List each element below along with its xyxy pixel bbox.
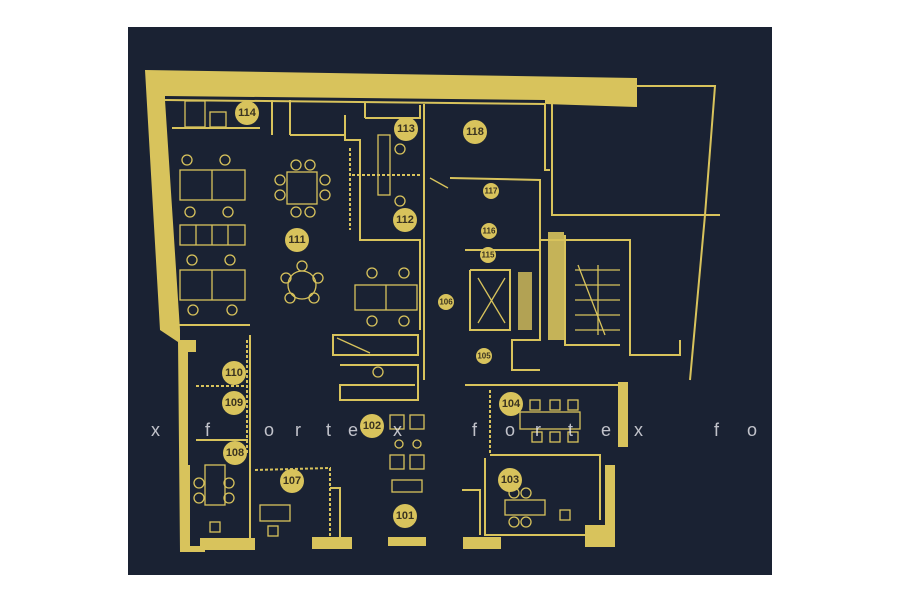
svg-text:111: 111 — [288, 234, 305, 246]
svg-text:116: 116 — [483, 227, 496, 236]
room-label-105: 105 — [476, 348, 492, 364]
svg-text:102: 102 — [363, 420, 381, 432]
room-label-101: 101 — [393, 504, 417, 528]
outer-wall-left — [160, 330, 205, 552]
room-label-103: 103 — [498, 468, 522, 492]
watermark: x f o r t e x f o r t e x f o — [0, 420, 900, 440]
svg-text:103: 103 — [501, 474, 519, 486]
room-label-107: 107 — [280, 469, 304, 493]
watermark-char: x — [634, 420, 643, 440]
svg-text:115: 115 — [482, 251, 495, 260]
room-label-110: 110 — [222, 361, 246, 385]
wall-seg — [180, 465, 190, 550]
svg-text:107: 107 — [283, 475, 301, 487]
watermark-char: r — [535, 420, 541, 440]
furniture — [179, 134, 581, 537]
room-label-108: 108 — [223, 441, 247, 465]
room-label-102: 102 — [360, 414, 384, 438]
svg-text:109: 109 — [225, 397, 243, 409]
wall-seg — [388, 537, 426, 546]
room-label-112: 112 — [393, 208, 417, 232]
room-label-115: 115 — [480, 247, 496, 263]
wall-seg — [200, 538, 255, 550]
watermark-char: e — [601, 420, 612, 440]
svg-text:108: 108 — [226, 447, 244, 459]
room-label-111: 111 — [285, 228, 309, 252]
watermark-char: o — [747, 420, 758, 440]
svg-text:118: 118 — [466, 126, 484, 138]
watermark-char: f — [205, 420, 211, 440]
svg-text:106: 106 — [439, 298, 453, 307]
svg-text:110: 110 — [225, 367, 243, 379]
wall-seg — [618, 382, 628, 447]
room-label-118: 118 — [463, 120, 487, 144]
watermark-char: r — [295, 420, 301, 440]
room-label-117: 117 — [483, 183, 499, 199]
svg-text:104: 104 — [502, 398, 521, 410]
svg-text:113: 113 — [397, 123, 415, 135]
room-label-106: 106 — [438, 294, 454, 310]
watermark-char: t — [326, 420, 332, 440]
wall-seg — [463, 537, 501, 549]
svg-text:101: 101 — [396, 510, 414, 522]
watermark-char: f — [472, 420, 478, 440]
watermark-char: e — [348, 420, 359, 440]
room-label-116: 116 — [481, 223, 497, 239]
svg-text:117: 117 — [485, 187, 498, 196]
watermark-char: o — [505, 420, 516, 440]
room-label-104: 104 — [499, 392, 523, 416]
wall-seg — [312, 537, 352, 549]
chairs — [181, 143, 579, 537]
watermark-char: x — [393, 420, 402, 440]
stair-strip — [518, 272, 532, 330]
svg-text:112: 112 — [396, 214, 414, 226]
room-label-114: 114 — [235, 101, 259, 125]
watermark-char: f — [714, 420, 720, 440]
svg-text:114: 114 — [238, 107, 257, 119]
watermark-char: t — [568, 420, 574, 440]
interior-walls — [164, 85, 720, 540]
wall-seg — [605, 465, 615, 545]
watermark-char: x — [151, 420, 160, 440]
outer-wall-top — [145, 70, 637, 330]
watermark-char: o — [264, 420, 275, 440]
room-label-113: 113 — [394, 117, 418, 141]
stair-strip — [548, 232, 564, 340]
room-label-109: 109 — [222, 391, 246, 415]
svg-text:105: 105 — [477, 352, 491, 361]
